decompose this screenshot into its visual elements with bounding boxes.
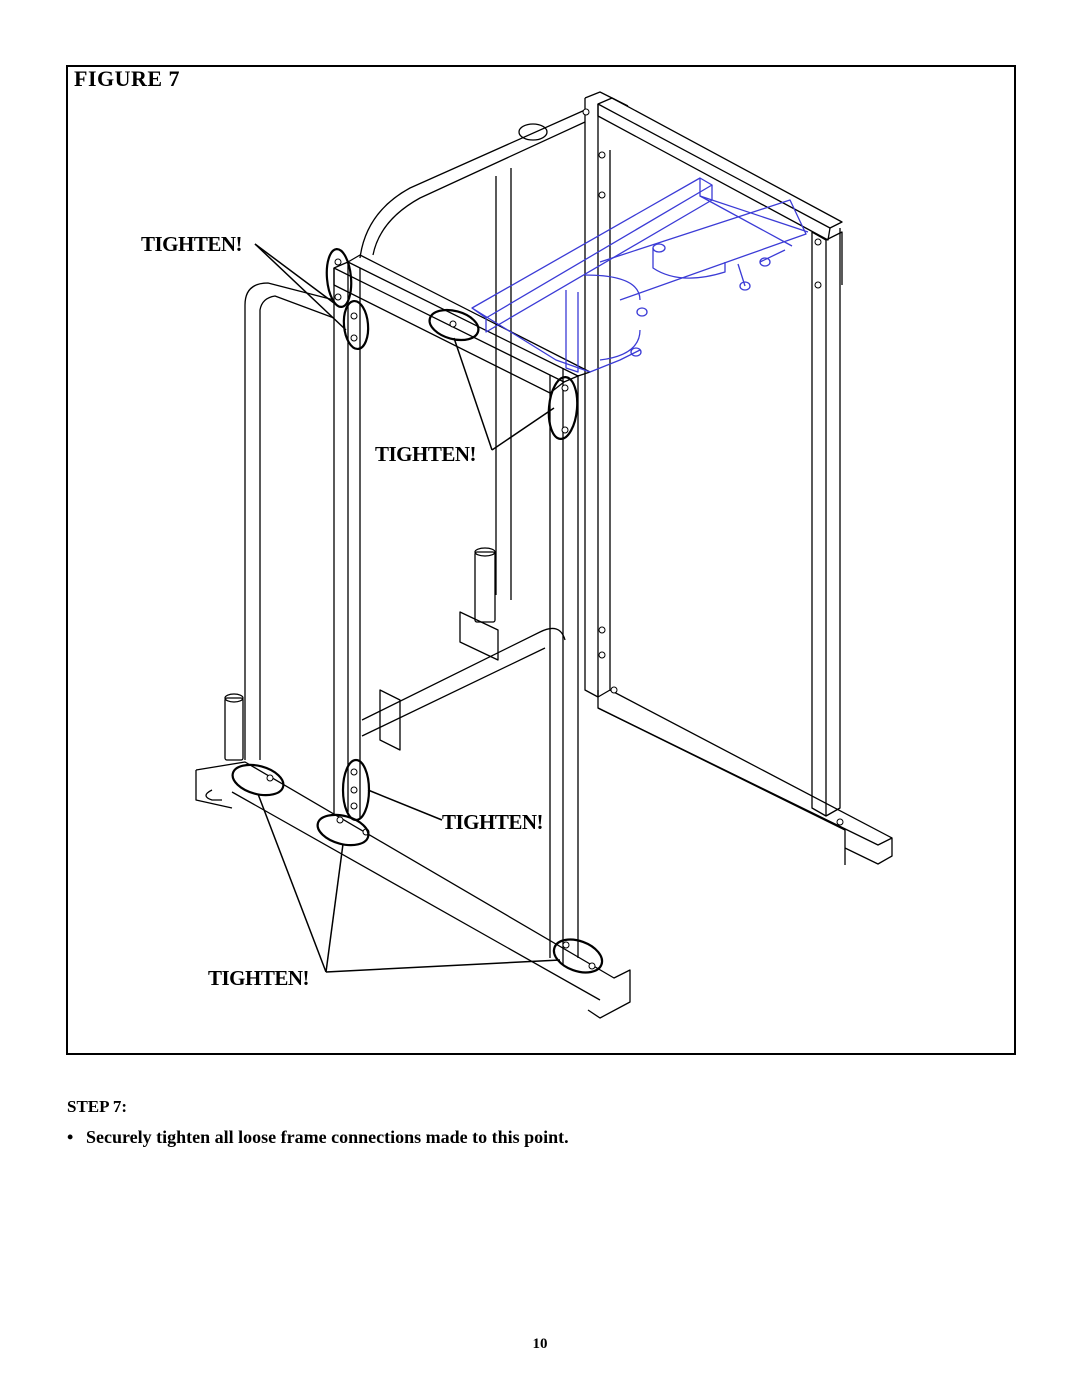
tighten-callout-top-left: TIGHTEN!: [141, 232, 243, 256]
top-back-crossbar: [597, 97, 843, 241]
left-base-rail: [195, 761, 631, 1019]
callout-leaders: [254, 243, 561, 973]
tighten-callout-top-right: TIGHTEN!: [375, 442, 477, 466]
left-front-upright: [333, 262, 361, 818]
page-number: 10: [532, 1336, 548, 1352]
back-left-upright: [495, 168, 512, 600]
step-instruction: • Securely tighten all loose frame connec…: [67, 1127, 569, 1148]
right-rear-upright: [811, 228, 843, 817]
right-base-rail: [597, 689, 893, 865]
lower-crossbar: [224, 547, 566, 761]
figure-title: FIGURE 7: [74, 66, 181, 91]
step-heading: STEP 7:: [67, 1097, 127, 1116]
step-instruction-text: Securely tighten all loose frame connect…: [86, 1127, 569, 1147]
figure-frame: [66, 65, 1016, 1055]
front-right-upright: [549, 368, 579, 965]
tighten-callout-middle: TIGHTEN!: [442, 810, 544, 834]
back-right-upright: [584, 91, 629, 698]
top-front-crossbar: [333, 254, 591, 394]
chin-up-assembly: [471, 177, 809, 373]
tighten-highlights: [231, 247, 604, 974]
bolt-icon: [266, 108, 844, 970]
left-curved-frame: [244, 109, 586, 760]
tighten-callout-bottom: TIGHTEN!: [208, 966, 310, 990]
bullet-icon: •: [67, 1127, 74, 1147]
